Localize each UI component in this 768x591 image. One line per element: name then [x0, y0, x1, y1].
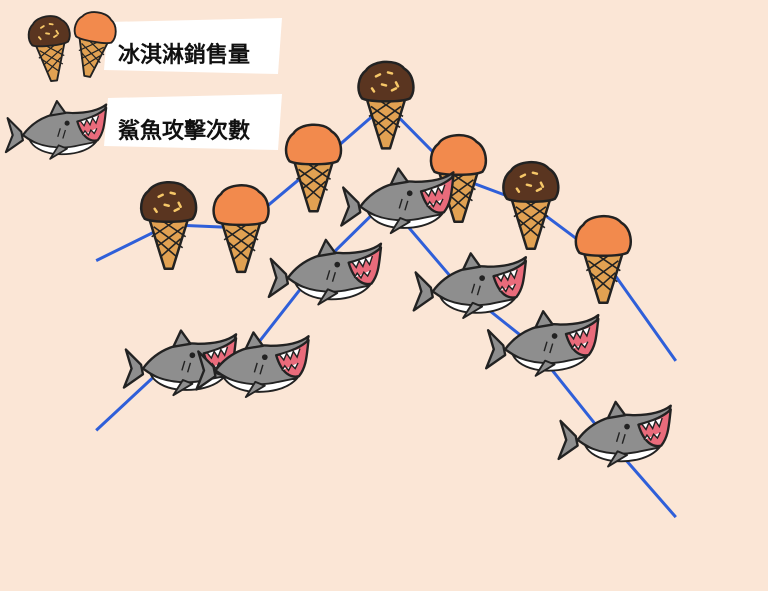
cone-shape — [509, 195, 553, 250]
scoop-shape — [212, 184, 270, 227]
shark-legend-icon — [4, 100, 108, 160]
shark-marker — [340, 167, 455, 235]
legend-item-shark: 鯊魚攻擊次數 — [4, 94, 282, 160]
legend-label-backdrop — [104, 18, 282, 74]
shark-shape — [267, 238, 383, 306]
scoop-shape — [574, 214, 632, 257]
shark-shape — [122, 329, 238, 397]
cone-shape — [292, 158, 335, 213]
ice-cream-marker — [574, 214, 632, 304]
ice-cream-marker — [502, 160, 560, 250]
shark-shape — [4, 100, 108, 160]
scoop-shape — [357, 60, 415, 103]
legend-item-ice-cream: 冰淇淋銷售量 — [27, 11, 282, 84]
ice-cream-marker — [357, 60, 415, 150]
shark-shape — [557, 400, 672, 468]
shark-shape — [340, 167, 455, 235]
ice-cream-marker — [212, 184, 270, 274]
ice-cream-marker — [284, 123, 343, 213]
scoop-shape — [429, 133, 488, 176]
shark-shape — [412, 252, 528, 320]
shark-icon — [4, 100, 108, 160]
ice-cream-icon-orange — [71, 11, 117, 80]
shark-marker — [557, 400, 672, 468]
scoop-shape — [139, 181, 198, 224]
ice-cream-icon-chocolate — [27, 15, 71, 84]
cone-shape — [147, 215, 190, 271]
shark-marker — [267, 238, 383, 306]
shark-marker — [122, 329, 238, 397]
plot-area — [95, 60, 678, 519]
scoop-shape — [27, 15, 71, 48]
ice-cream-icon — [27, 11, 117, 84]
ice-cream-marker — [429, 133, 488, 223]
scoop-shape — [502, 160, 560, 203]
legend-label-shark: 鯊魚攻擊次數 — [118, 118, 250, 144]
legend: 冰淇淋銷售量 鯊魚攻擊次數 — [4, 11, 282, 160]
legend-label-backdrop — [104, 94, 282, 150]
cone-shape — [364, 95, 408, 150]
cone-shape — [219, 218, 263, 274]
shark-marker — [412, 252, 528, 320]
scoop-shape — [73, 11, 117, 44]
legend-label-ice-cream: 冰淇淋銷售量 — [118, 42, 250, 68]
scoop-shape — [284, 123, 343, 166]
ice-cream-marker — [139, 181, 198, 271]
